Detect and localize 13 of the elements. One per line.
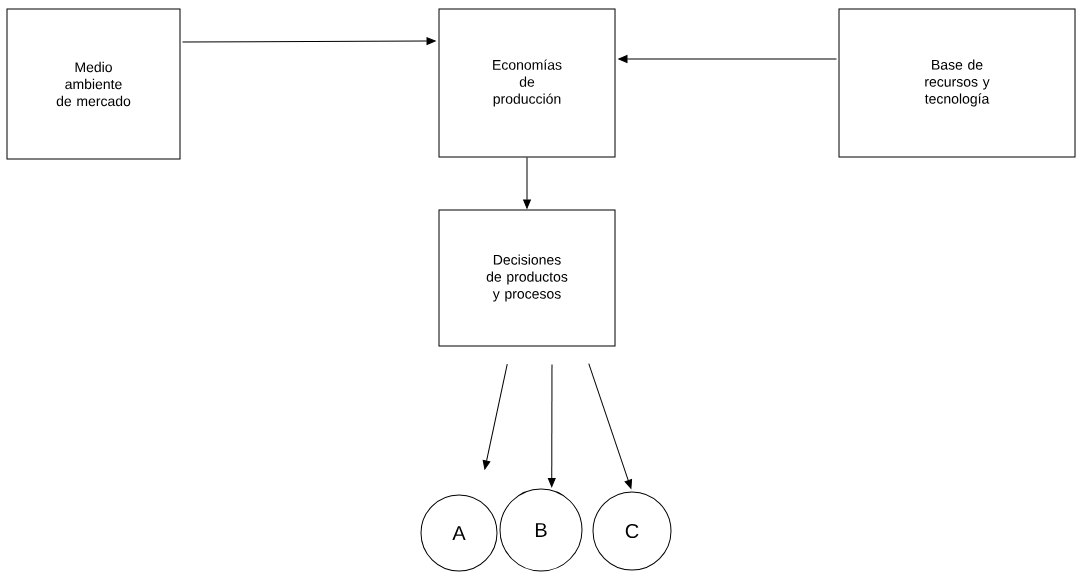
arrow [182,37,436,45]
process-box: Medio ambiente de mercado [6,8,181,160]
arrow [482,363,508,470]
process-box: Decisiones de productos y procesos [438,209,616,347]
arrow [523,157,531,209]
circle-node: B [499,488,583,572]
circle-node: C [592,491,672,571]
circle-node: A [420,494,498,572]
arrow [547,364,556,488]
process-box: Base de recursos y tecnología [838,8,1076,158]
process-box: Economías de producción [438,8,616,158]
arrow [618,55,837,63]
arrow [588,363,633,489]
